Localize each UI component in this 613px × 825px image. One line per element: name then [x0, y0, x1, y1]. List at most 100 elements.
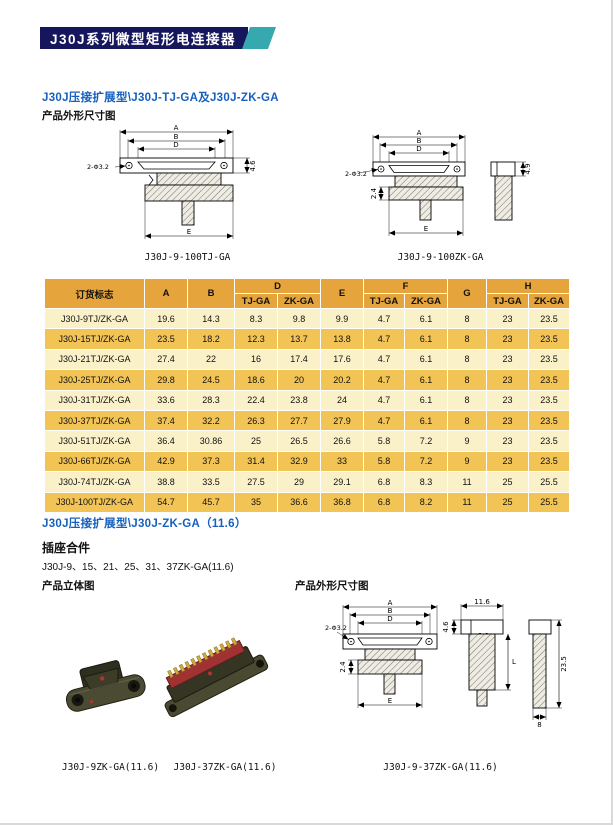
body-block — [388, 186, 464, 201]
dim-116-label: 11.6 — [474, 598, 490, 606]
order-code-cell: J30J-9TJ/ZK-GA — [44, 307, 145, 330]
body-block — [144, 184, 234, 202]
dim-235-label: 23.5 — [560, 656, 568, 672]
dim-b-label: B — [174, 133, 179, 141]
dsub-cutout — [357, 637, 423, 646]
body-block — [357, 659, 423, 675]
value-cell: 23.8 — [277, 389, 321, 411]
value-cell: 29.1 — [320, 471, 364, 493]
value-cell: 23.5 — [528, 450, 570, 473]
value-cell: 24 — [320, 389, 364, 411]
value-cell: 4.7 — [363, 369, 405, 391]
dim-d-label: D — [387, 615, 392, 623]
dim-e-label: E — [424, 225, 428, 233]
body-section — [364, 648, 416, 661]
value-cell: 29 — [277, 471, 321, 493]
value-cell: 23 — [486, 430, 529, 452]
photo2-caption: J30J-37ZK-GA(11.6) — [173, 762, 277, 773]
value-cell: 36.8 — [320, 491, 364, 513]
hole-callout-label: 2-Φ3.2 — [87, 163, 109, 171]
page-title-bar: J30J系列微型矩形电连接器 — [40, 27, 277, 49]
value-cell: 20.2 — [320, 369, 364, 391]
photo-9zk — [65, 660, 146, 712]
order-code-cell: J30J-66TJ/ZK-GA — [44, 450, 145, 473]
subcol-d-tj: TJ-GA — [234, 293, 278, 309]
side-view2-flange — [528, 619, 552, 635]
body-section — [156, 172, 222, 186]
dim-a-label: A — [174, 124, 179, 132]
mounting-hole-right — [220, 161, 228, 170]
value-cell: 27.7 — [277, 409, 321, 432]
order-code-cell: J30J-15TJ/ZK-GA — [44, 328, 145, 350]
value-cell: 37.4 — [144, 409, 188, 432]
value-cell: 30.86 — [187, 430, 235, 452]
value-cell: 27.4 — [144, 348, 188, 371]
value-cell: 25 — [234, 430, 278, 452]
order-code-cell: J30J-25TJ/ZK-GA — [44, 369, 145, 391]
body-section — [394, 175, 458, 188]
dim-l-label: L — [512, 658, 516, 666]
section2-dimension-label: 产品外形尺寸图 — [295, 580, 369, 592]
subcol-f-tj: TJ-GA — [363, 293, 405, 309]
dim-46-label: 4.6 — [249, 160, 257, 172]
subcol-d-zk: ZK-GA — [277, 293, 321, 309]
value-cell: 12.3 — [234, 328, 278, 350]
value-cell: 18.6 — [234, 369, 278, 391]
value-cell: 5.8 — [363, 430, 405, 452]
pin-section — [419, 199, 432, 221]
value-cell: 27.5 — [234, 471, 278, 493]
section1-heading: J30J压接扩展型\J30J-TJ-GA及J30J-ZK-GA — [42, 92, 279, 104]
value-cell: 4.7 — [363, 328, 405, 350]
value-cell: 22.4 — [234, 389, 278, 411]
value-cell: 33.5 — [187, 471, 235, 493]
subcol-h-tj: TJ-GA — [486, 293, 529, 309]
value-cell: 19.6 — [144, 307, 188, 330]
photo1-caption: J30J-9ZK-GA(11.6) — [61, 762, 160, 773]
hole-callout-label: 2-Φ3.2 — [325, 624, 347, 632]
flange-outline — [119, 157, 234, 174]
zk-drawing-caption: J30J-9-100ZK-GA — [397, 252, 484, 263]
value-cell: 9.9 — [320, 307, 364, 330]
side-view-body — [494, 175, 513, 221]
zk116-drawing-caption: J30J-9-37ZK-GA(11.6) — [383, 762, 498, 773]
value-cell: 8 — [447, 348, 487, 371]
pin-section — [181, 200, 195, 226]
title-accent-shape — [242, 27, 277, 49]
mounting-hole-right — [425, 637, 433, 646]
value-cell: 9.8 — [277, 307, 321, 330]
mounting-hole-left — [125, 161, 133, 170]
col-header-a: A — [144, 278, 188, 309]
value-cell: 8 — [447, 409, 487, 432]
value-cell: 17.4 — [277, 348, 321, 371]
value-cell: 36.4 — [144, 430, 188, 452]
value-cell: 33.6 — [144, 389, 188, 411]
col-header-f: F — [363, 278, 448, 294]
value-cell: 23.5 — [528, 328, 570, 350]
value-cell: 11 — [447, 471, 487, 493]
value-cell: 27.9 — [320, 409, 364, 432]
value-cell: 38.8 — [144, 471, 188, 493]
value-cell: 54.7 — [144, 491, 188, 513]
value-cell: 37.3 — [187, 450, 235, 473]
col-header-h: H — [486, 278, 570, 294]
value-cell: 4.7 — [363, 409, 405, 432]
zk-dimension-drawing: A B D 2-Φ3.2 2.4 E 4.9 — [345, 129, 532, 236]
value-cell: 23.5 — [528, 348, 570, 371]
value-cell: 18.2 — [187, 328, 235, 350]
value-cell: 4.7 — [363, 389, 405, 411]
value-cell: 36.6 — [277, 491, 321, 513]
value-cell: 8 — [447, 307, 487, 330]
mounting-hole-right — [453, 165, 461, 173]
value-cell: 33 — [320, 450, 364, 473]
dim-d-label: D — [416, 145, 421, 153]
spec-table: 订货标志 A B D E F G H TJ-GA ZK-GA TJ-GA ZK-… — [44, 278, 570, 513]
mounting-hole-left — [347, 637, 355, 646]
value-cell: 16 — [234, 348, 278, 371]
flange-outline — [342, 633, 438, 650]
value-cell: 13.7 — [277, 328, 321, 350]
page-title: J30J系列微型矩形电连接器 — [50, 32, 237, 47]
